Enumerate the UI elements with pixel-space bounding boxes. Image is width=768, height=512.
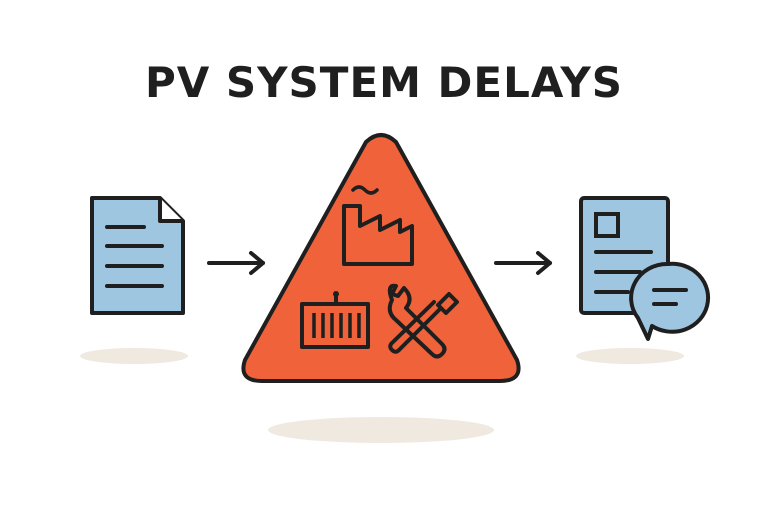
report-shadow: [576, 348, 684, 364]
warning-triangle-icon: [241, 133, 521, 383]
wrench-screwdriver-icon: [387, 283, 459, 359]
report-with-chat-bubble-icon: [579, 196, 711, 341]
shipping-container-icon: [300, 291, 370, 349]
chat-bubble-icon: [629, 261, 711, 341]
document-icon: [90, 196, 185, 315]
diagram-title: PV SYSTEM DELAYS: [144, 58, 624, 107]
triangle-shadow: [268, 417, 494, 443]
factory-icon: [342, 185, 414, 266]
arrow-right-icon: [494, 251, 552, 275]
arrow-right-icon: [207, 251, 265, 275]
document-shadow: [80, 348, 188, 364]
